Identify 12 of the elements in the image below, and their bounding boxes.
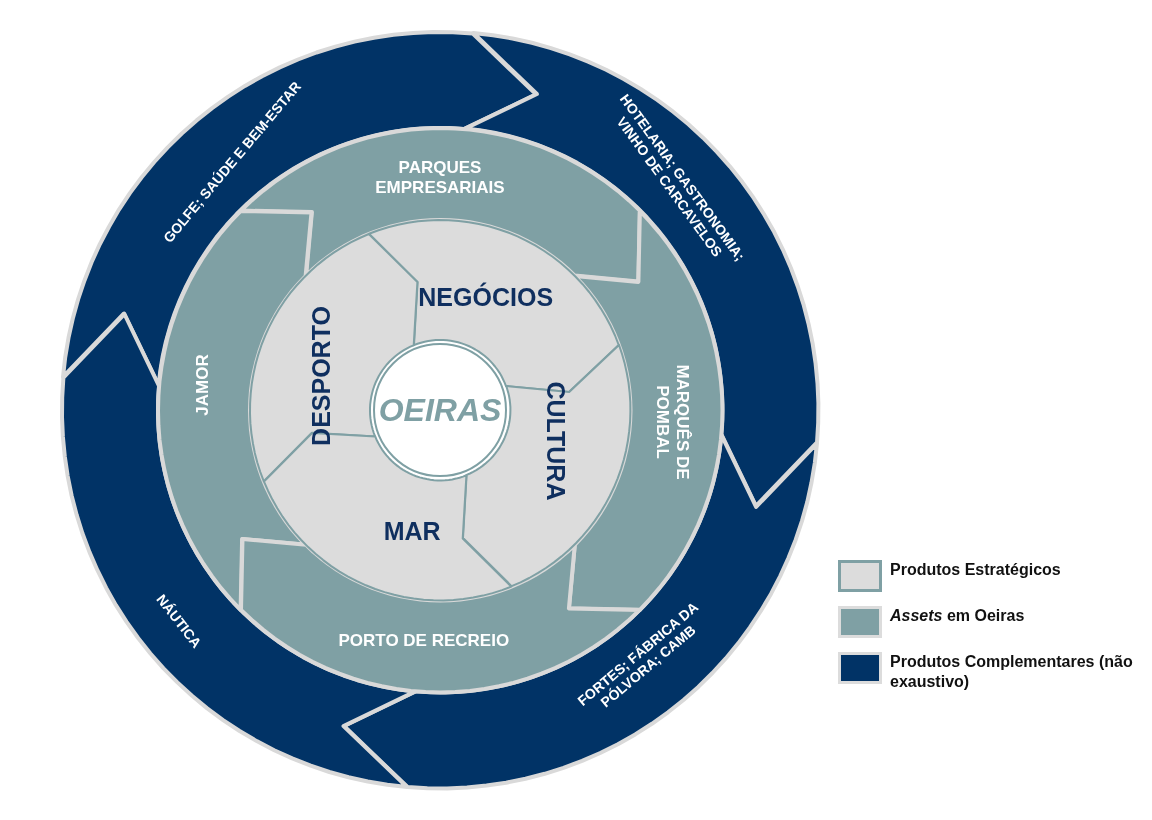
segment-label: CULTURA [541,380,571,503]
segment-label: NEGÓCIOS [417,282,555,312]
segment-label: MAR [382,516,442,546]
legend-label: Produtos Estratégicos [890,560,1061,580]
segment-label: MARQUÊS DE POMBAL [652,363,692,482]
segment-label: JAMOR [193,353,214,418]
legend-label: Produtos Complementares (não exaustivo) [890,652,1134,692]
legend-label: Assets em Oeiras [890,606,1025,626]
center-label: OEIRAS [377,391,503,429]
segment-label: PORTO DE RECREIO [337,631,511,652]
segment-label: DESPORTO [306,304,336,448]
segment-label: PARQUES EMPRESARIAIS [374,158,506,198]
